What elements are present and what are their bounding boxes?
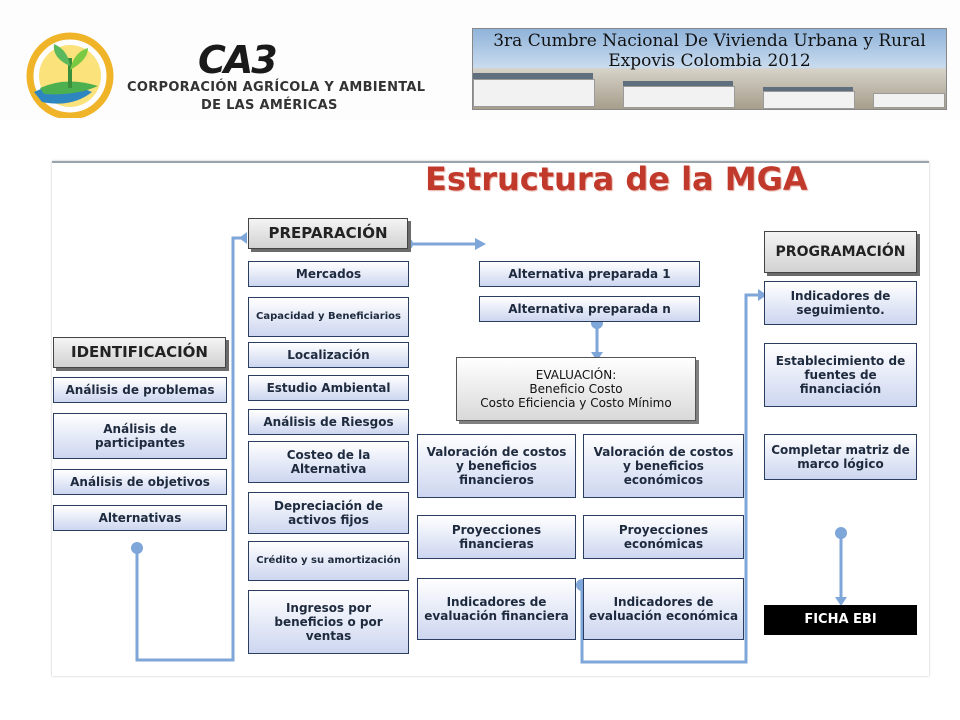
prog-item-fuentes-financiacion: Establecimiento de fuentes de financiaci… [764, 343, 917, 407]
prep-item-capacidad: Capacidad y Beneficiarios [248, 297, 409, 337]
prep-item-costeo: Costeo de la Alternativa [248, 441, 409, 483]
ca3-logo: CA3 [198, 38, 338, 82]
prog-item-matriz-marco-logico: Completar matriz de marco lógico [764, 434, 917, 480]
evaluacion-line-beneficio: Beneficio Costo [529, 381, 623, 396]
prep-item-credito: Crédito y su amortización [248, 541, 409, 581]
logo-abbrev-text: CA3 [198, 38, 278, 82]
banner-subtitle: Expovis Colombia 2012 [608, 51, 811, 71]
ficha-ebi: FICHA EBI [764, 605, 917, 635]
prep-item-estudio-ambiental: Estudio Ambiental [248, 375, 409, 401]
prep-item-ingresos: Ingresos por beneficios o por ventas [248, 590, 409, 654]
proyecciones-economicas: Proyecciones económicas [583, 515, 744, 559]
logo-line-2: DE LAS AMÉRICAS [201, 98, 338, 113]
banner-title: 3ra Cumbre Nacional De Vivienda Urbana y… [493, 31, 926, 51]
slide-title: Estructura de la MGA [425, 160, 808, 198]
logo-line-1: CORPORACIÓN AGRÍCOLA Y AMBIENTAL [127, 80, 426, 95]
preparacion-header: PREPARACIÓN [248, 218, 408, 249]
prep-item-localizacion: Localización [248, 342, 409, 368]
leaf-logo-icon [26, 32, 114, 118]
prog-item-indicadores-seguimiento: Indicadores de seguimiento. [764, 281, 917, 325]
valoracion-economicos: Valoración de costos y beneficios económ… [583, 434, 744, 498]
valoracion-financieros: Valoración de costos y beneficios financ… [417, 434, 576, 498]
event-banner: 3ra Cumbre Nacional De Vivienda Urbana y… [472, 28, 947, 110]
identificacion-header: IDENTIFICACIÓN [53, 337, 226, 368]
ident-item-analisis-problemas: Análisis de problemas [53, 377, 227, 403]
prep-item-analisis-riesgos: Análisis de Riesgos [248, 409, 409, 435]
evaluacion-box: EVALUACIÓN: Beneficio Costo Costo Eficie… [456, 357, 696, 421]
ident-item-analisis-objetivos: Análisis de objetivos [53, 469, 227, 495]
evaluacion-line-costo: Costo Eficiencia y Costo Mínimo [480, 396, 672, 411]
ident-item-alternativas: Alternativas [53, 505, 227, 531]
indicadores-evaluacion-economica: Indicadores de evaluación económica [583, 578, 744, 640]
alternativa-preparada-1: Alternativa preparada 1 [479, 261, 700, 287]
indicadores-evaluacion-financiera: Indicadores de evaluación financiera [417, 578, 576, 640]
prep-item-depreciacion: Depreciación de activos fijos [248, 492, 409, 534]
alternativa-preparada-n: Alternativa preparada n [479, 296, 700, 322]
evaluacion-title: EVALUACIÓN: [535, 367, 617, 382]
ident-item-analisis-participantes: Análisis de participantes [53, 413, 227, 459]
proyecciones-financieras: Proyecciones financieras [417, 515, 576, 559]
prep-item-mercados: Mercados [248, 261, 409, 287]
programacion-header: PROGRAMACIÓN [764, 231, 917, 273]
